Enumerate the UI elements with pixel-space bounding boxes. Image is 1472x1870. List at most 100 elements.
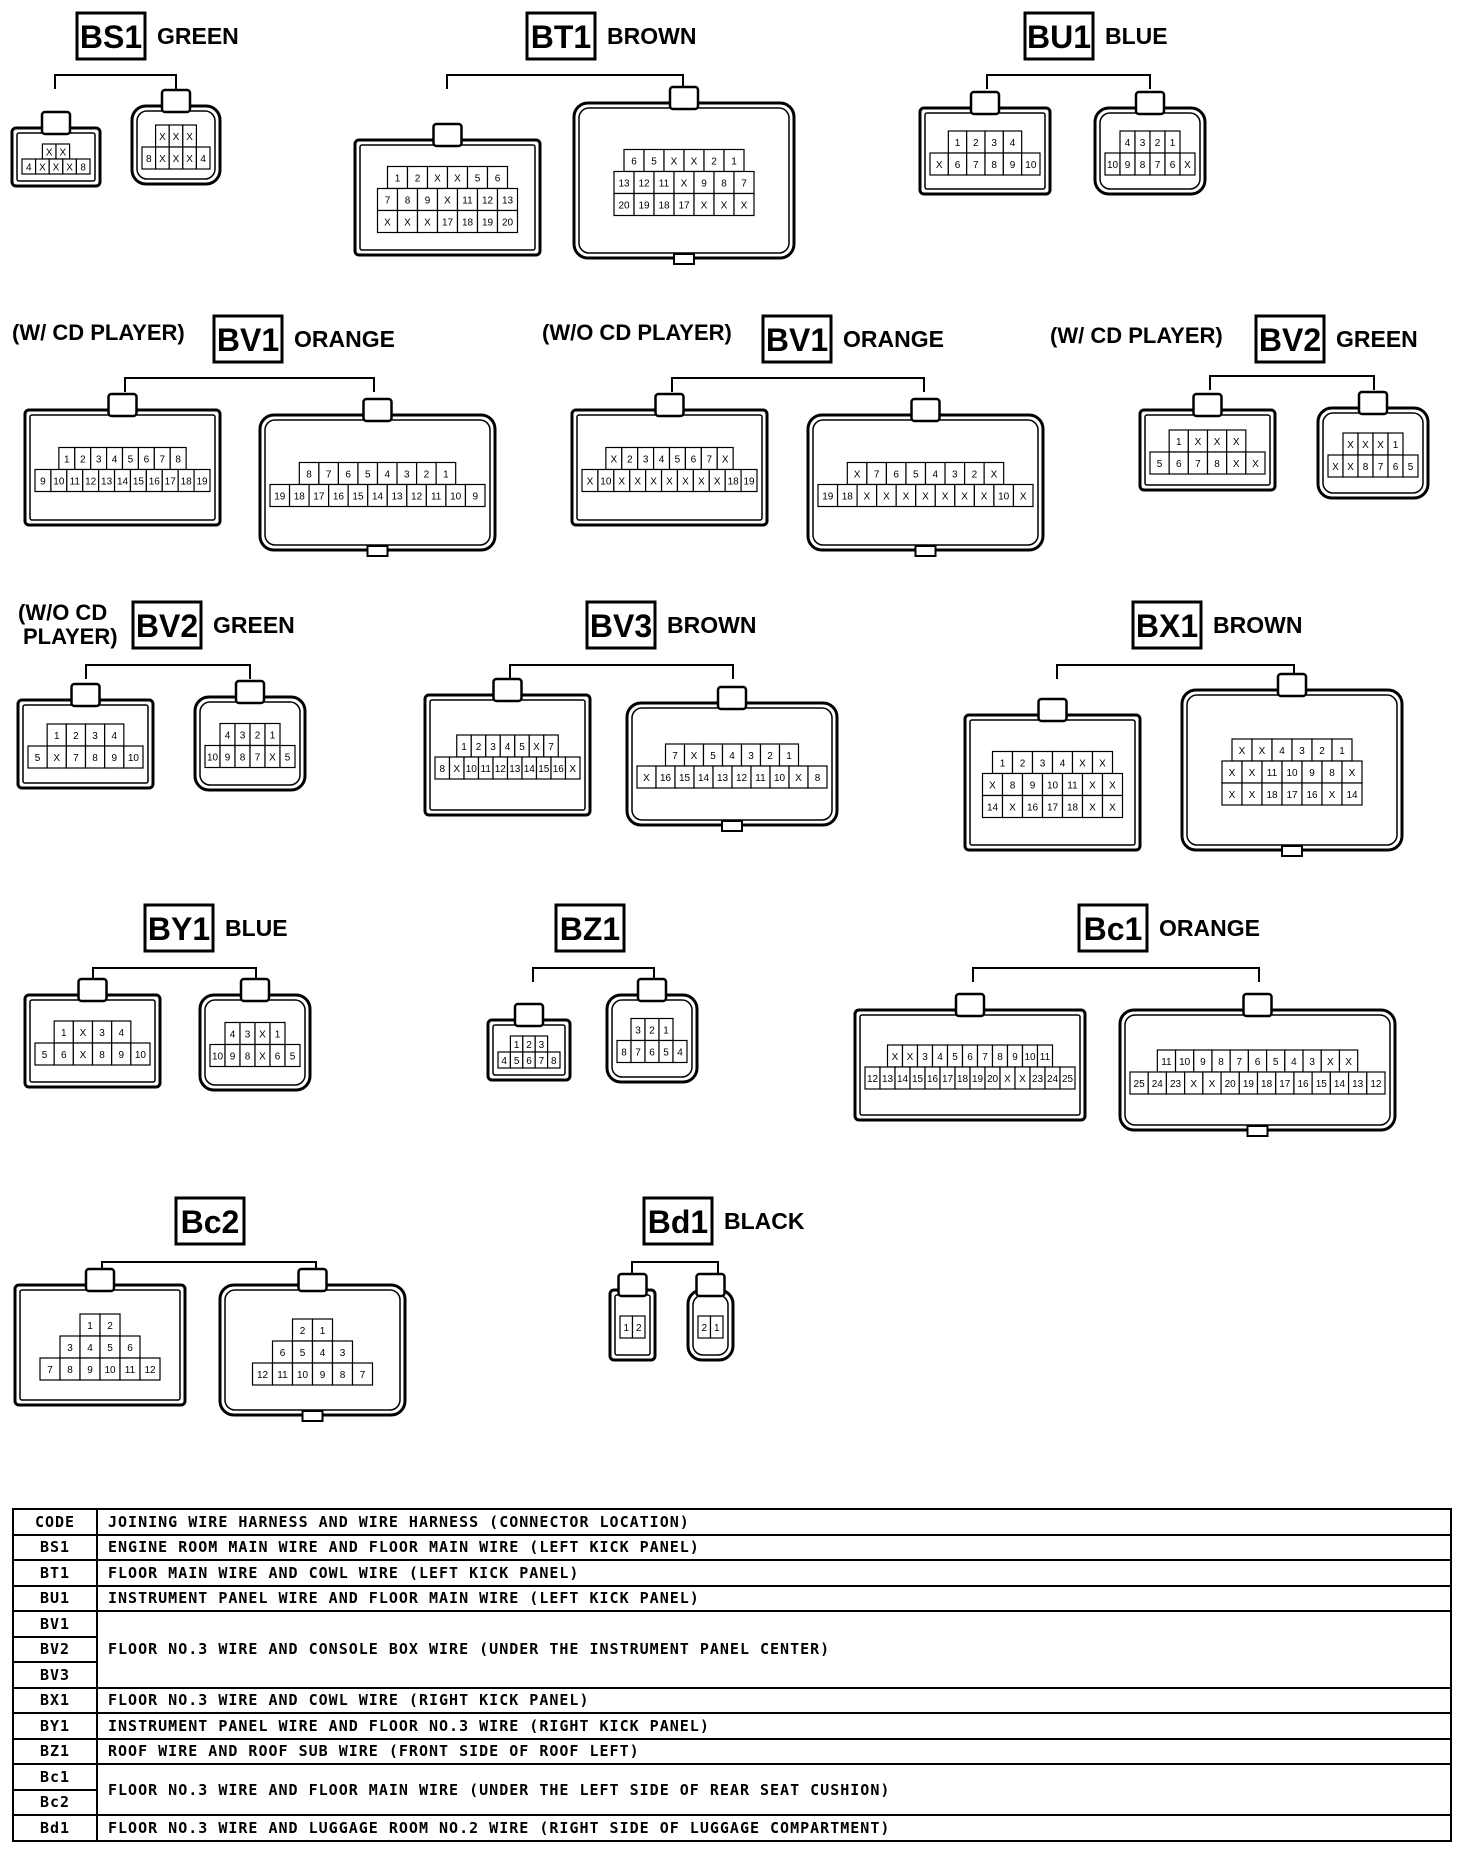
pin-number: 6 bbox=[967, 1052, 973, 1063]
pin-number: 5 bbox=[290, 1052, 296, 1063]
pin-number: 19 bbox=[482, 218, 494, 229]
pin-number: X bbox=[721, 201, 728, 212]
pin-number: X bbox=[384, 218, 391, 229]
pin-number: X bbox=[1233, 437, 1240, 448]
pin-number: 13 bbox=[509, 764, 521, 775]
pin-number: 17 bbox=[678, 201, 690, 212]
pin-number: 7 bbox=[548, 742, 554, 753]
keying-rib bbox=[366, 545, 389, 557]
pin-number: 19 bbox=[274, 492, 286, 503]
pin-number: 14 bbox=[1334, 1079, 1346, 1090]
pin-number: 9 bbox=[230, 1052, 236, 1063]
pin-number: 7 bbox=[1155, 160, 1161, 171]
pin-number: 18 bbox=[658, 201, 670, 212]
connector-note: (W/ CD PLAYER) bbox=[12, 320, 185, 345]
pin-number: 4 bbox=[230, 1030, 236, 1041]
pin-cell bbox=[1402, 454, 1419, 478]
pin-number: 2 bbox=[636, 1323, 642, 1334]
connector-code-box bbox=[174, 1196, 246, 1246]
pin-number: 10 bbox=[128, 753, 140, 764]
legend-desc: FLOOR NO.3 WIRE AND FLOOR MAIN WIRE (UND… bbox=[96, 1763, 1452, 1816]
pin-number: 11 bbox=[481, 764, 492, 775]
pin-number: 14 bbox=[987, 803, 999, 814]
pin-number: 20 bbox=[618, 201, 630, 212]
pin-number: X bbox=[1099, 759, 1106, 770]
pin-number: 9 bbox=[111, 753, 117, 764]
pin-number: X bbox=[39, 163, 46, 174]
pin-number: 3 bbox=[952, 470, 958, 481]
pin-number: X bbox=[795, 773, 802, 784]
pin-number: 17 bbox=[313, 492, 325, 503]
pin-number: 4 bbox=[384, 470, 390, 481]
pin-number: 13 bbox=[618, 179, 630, 190]
pin-number: 4 bbox=[505, 742, 511, 753]
pin-number: 3 bbox=[748, 751, 754, 762]
pin-number: 2 bbox=[1319, 746, 1325, 757]
pin-cell bbox=[1021, 152, 1041, 176]
pin-number: 12 bbox=[257, 1370, 269, 1381]
pin-number: 24 bbox=[1152, 1079, 1164, 1090]
connector-code: Bc1 bbox=[1084, 911, 1143, 947]
pin-number: X bbox=[610, 455, 617, 466]
pin-number: 14 bbox=[698, 773, 710, 784]
pin-number: 4 bbox=[937, 1052, 943, 1063]
pin-number: 7 bbox=[1378, 462, 1384, 473]
pin-number: 12 bbox=[495, 764, 507, 775]
pairing-bracket bbox=[85, 664, 251, 679]
pin-number: 8 bbox=[1214, 459, 1220, 470]
pin-number: X bbox=[159, 154, 166, 165]
pin-number: 10 bbox=[212, 1052, 224, 1063]
pin-number: X bbox=[961, 492, 968, 503]
pin-number: 10 bbox=[1107, 160, 1119, 171]
pin-number: 8 bbox=[991, 160, 997, 171]
locking-tab bbox=[107, 392, 138, 418]
legend-code: Bc1 bbox=[12, 1763, 98, 1791]
pin-number: X bbox=[698, 477, 705, 488]
pin-number: X bbox=[1229, 768, 1236, 779]
legend-row: BS1 ENGINE ROOM MAIN WIRE AND FLOOR MAIN… bbox=[12, 1533, 1452, 1561]
pin-number: 1 bbox=[623, 1323, 629, 1334]
pin-number: 7 bbox=[73, 753, 79, 764]
pin-number: 9 bbox=[1010, 160, 1016, 171]
pin-number: 13 bbox=[101, 477, 113, 488]
pin-number: 1 bbox=[1000, 759, 1006, 770]
pin-number: 5 bbox=[107, 1343, 113, 1354]
pin-number: X bbox=[1249, 790, 1256, 801]
pin-number: 10 bbox=[53, 477, 65, 488]
locking-tab bbox=[362, 397, 393, 423]
pin-number: 18 bbox=[1261, 1079, 1273, 1090]
pin-number: 13 bbox=[717, 773, 729, 784]
connector-code: BU1 bbox=[1027, 19, 1091, 55]
pin-number: X bbox=[741, 201, 748, 212]
pin-number: 2 bbox=[73, 731, 79, 742]
pin-number: 1 bbox=[1339, 746, 1345, 757]
pin-number: 10 bbox=[450, 492, 462, 503]
pin-number: 5 bbox=[285, 753, 291, 764]
pin-cell bbox=[672, 1039, 688, 1064]
pin-number: 19 bbox=[822, 492, 834, 503]
pin-number: X bbox=[981, 492, 988, 503]
pin-cell bbox=[195, 146, 211, 170]
pin-number: X bbox=[186, 154, 193, 165]
legend-row: Bc1 FLOOR NO.3 WIRE AND FLOOR MAIN WIRE … bbox=[12, 1763, 1452, 1816]
pin-number: 10 bbox=[1047, 781, 1059, 792]
pin-number: X bbox=[173, 132, 180, 143]
pin-number: 11 bbox=[1161, 1057, 1172, 1068]
pin-number: 2 bbox=[255, 731, 261, 742]
pin-number: 8 bbox=[146, 154, 152, 165]
pin-number: 6 bbox=[345, 470, 351, 481]
connector-code-box bbox=[642, 1196, 714, 1246]
pin-cell bbox=[740, 468, 758, 493]
pin-number: 15 bbox=[912, 1074, 924, 1085]
pin-number: 4 bbox=[729, 751, 735, 762]
pin-number: 11 bbox=[462, 196, 473, 207]
